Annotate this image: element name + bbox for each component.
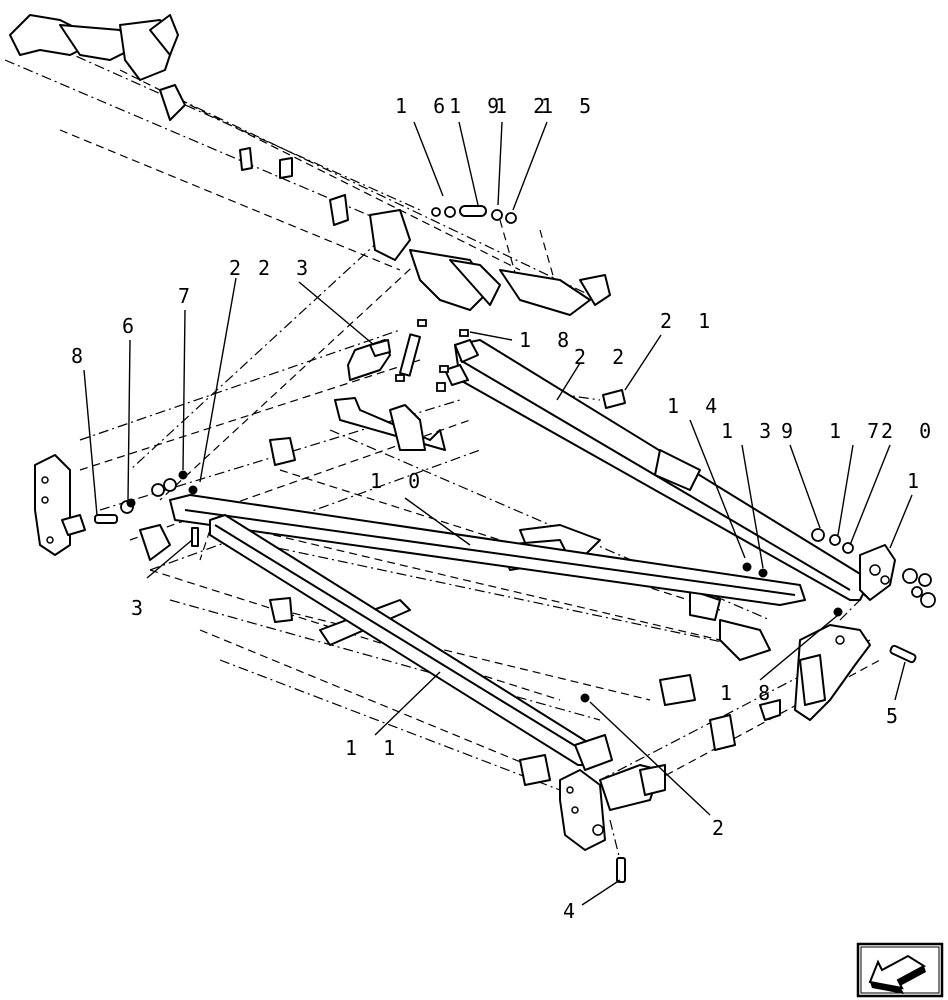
callout-13: 1 3	[721, 419, 778, 443]
callout-18-top: 1 8	[519, 328, 576, 352]
callout-5: 5	[886, 704, 905, 728]
right-fold-hinge	[709, 624, 871, 751]
callout-22: 2 2	[574, 345, 631, 369]
callout-9: 9	[781, 419, 800, 443]
callout-2-top: 2	[229, 256, 248, 280]
callout-6: 6	[122, 314, 141, 338]
leader-lines	[83, 121, 913, 906]
callout-14: 1 4	[667, 394, 724, 418]
callout-8: 8	[71, 344, 90, 368]
middle-link	[169, 494, 806, 606]
hardware-top	[431, 205, 517, 224]
callout-1: 1	[907, 469, 926, 493]
callout-2-bottom: 2	[712, 816, 731, 840]
center-pin-set	[395, 319, 469, 392]
bracket-item-23	[347, 339, 391, 381]
callout-23: 2 3	[258, 256, 315, 280]
lower-link	[209, 514, 613, 771]
decal-item-21	[602, 389, 626, 409]
callout-3: 3	[131, 596, 150, 620]
callout-21: 2 1	[660, 309, 717, 333]
wing-frame	[139, 397, 771, 786]
right-hinge-bracket	[559, 764, 666, 851]
upper-fold-link	[444, 339, 871, 601]
callouts: 1 6 1 9 1 2 1 5 2 3 2 7 6 8 1 8 2 1 2 2 …	[71, 94, 938, 923]
callout-4: 4	[563, 899, 582, 923]
previous-page-arrow-icon[interactable]	[856, 942, 944, 998]
callout-12: 1 2	[495, 94, 552, 118]
hitch-frame	[9, 14, 611, 316]
left-hinge-bracket	[34, 454, 86, 556]
callout-11: 1 1	[345, 736, 402, 760]
callout-15: 1 5	[541, 94, 598, 118]
callout-7: 7	[178, 284, 197, 308]
hardware-left	[94, 470, 199, 547]
upper-link-end-plate	[859, 544, 896, 601]
callout-16: 1 6	[395, 94, 452, 118]
callout-18-bottom: 1 8	[720, 681, 777, 705]
hardware-right	[580, 528, 936, 883]
callout-19: 1 9	[449, 94, 506, 118]
callout-17: 1 7	[829, 419, 886, 443]
callout-10: 1 0	[370, 469, 427, 493]
callout-20: 2 0	[881, 419, 938, 443]
